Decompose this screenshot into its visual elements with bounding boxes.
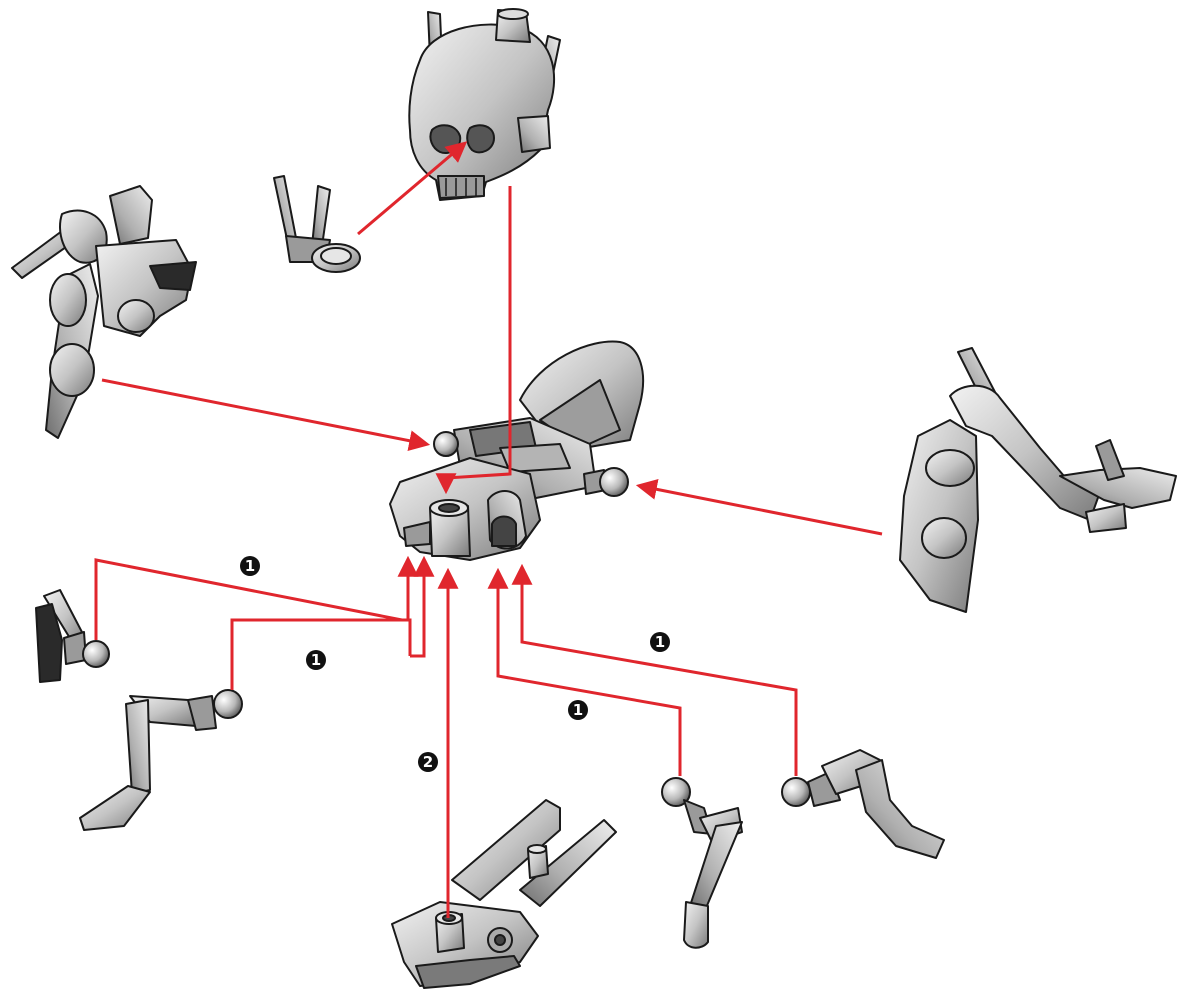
arrow-jaw-to-skull: [357, 141, 468, 236]
leg-rear-left: [79, 689, 243, 831]
leg-front-right: [661, 777, 743, 949]
arrow-left-arm-to-torso: [101, 378, 431, 452]
step-badge: 1: [650, 632, 670, 652]
torso-core: [389, 340, 645, 561]
step-number: 2: [423, 753, 433, 771]
arrow-rear-left-leg: [230, 560, 424, 690]
step-badge: 2: [418, 752, 438, 772]
step-number: 1: [311, 651, 321, 669]
base-stand: [391, 799, 617, 989]
step-badge: 1: [240, 556, 260, 576]
arrow-right-arm-to-torso: [635, 478, 883, 536]
arrow-head-to-torso: [435, 186, 512, 495]
step-badge: 1: [306, 650, 326, 670]
step-number: 1: [655, 633, 665, 651]
right-arm: [899, 347, 1177, 613]
step-number: 1: [573, 701, 583, 719]
arrow-front-right-leg: [487, 567, 682, 776]
left-arm: [11, 185, 197, 439]
leg-rear-right: [781, 749, 945, 859]
step-badge: 1: [568, 700, 588, 720]
assembly-arrows: [94, 141, 883, 918]
leg-front-left: [35, 589, 110, 683]
step-number: 1: [245, 557, 255, 575]
arrow-rear-right-leg: [511, 563, 798, 776]
jaw-piece: [273, 175, 361, 273]
